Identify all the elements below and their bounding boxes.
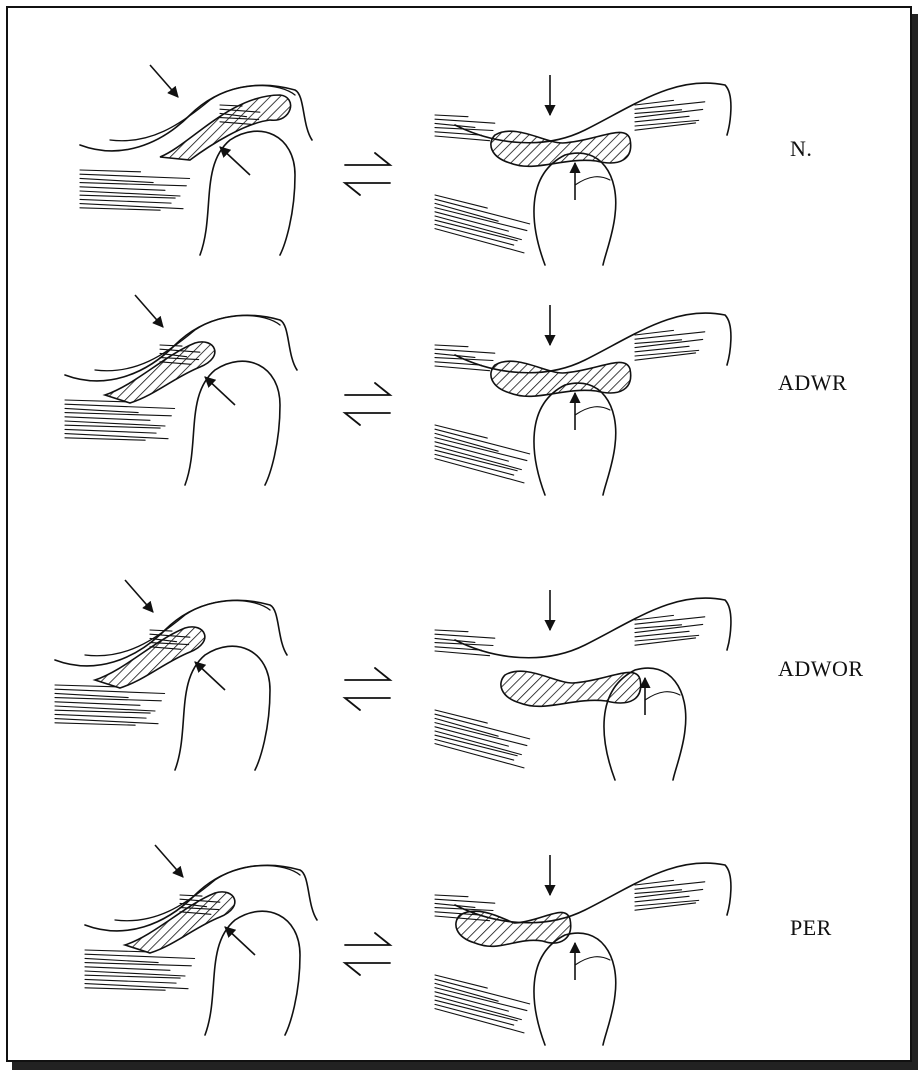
condyle-detail <box>645 692 680 700</box>
lateral-pterygoid-fibers-lower <box>435 975 530 1033</box>
diagram-row-normal <box>80 65 731 265</box>
diagram-row-per <box>85 845 731 1045</box>
row-label-normal: N. <box>790 136 812 162</box>
condyle-detail <box>575 407 610 415</box>
condyle-outline <box>185 361 280 485</box>
articular-disc <box>491 361 631 396</box>
lateral-pterygoid-fibers <box>85 950 195 990</box>
lateral-pterygoid-fibers <box>65 400 175 440</box>
diagram-row-adwor <box>55 580 731 780</box>
transition-arrow-left <box>345 963 390 975</box>
closed-mouth-view <box>85 845 317 1035</box>
articular-disc <box>491 131 631 166</box>
lateral-pterygoid-fibers-lower <box>435 195 530 253</box>
pressure-arrow-up <box>225 927 255 955</box>
condyle-detail <box>575 957 610 965</box>
lateral-pterygoid-fibers-lower <box>435 710 530 768</box>
condyle-outline <box>200 131 295 255</box>
eminence-outline <box>455 863 731 923</box>
transition-arrow-left <box>345 183 390 195</box>
articular-disc <box>456 911 571 946</box>
articular-disc <box>105 342 215 403</box>
transition-arrow-right <box>345 933 390 945</box>
lateral-pterygoid-fibers <box>80 170 190 210</box>
row-label-adwr: ADWR <box>778 370 847 396</box>
articular-disc <box>501 671 641 706</box>
lateral-pterygoid-fibers-lower <box>435 425 530 483</box>
eminence-outline <box>455 598 731 658</box>
closed-mouth-view <box>65 295 297 485</box>
condyle-outline <box>175 646 270 770</box>
articular-disc <box>95 627 205 688</box>
condyle-outline <box>205 911 300 1035</box>
lateral-pterygoid-fibers <box>55 685 165 725</box>
open-mouth-view <box>435 75 731 265</box>
row-label-per: PER <box>790 915 832 941</box>
pressure-arrow-down <box>125 580 153 612</box>
transition-arrow-right <box>345 153 390 165</box>
posterior-attachment <box>635 100 705 130</box>
pressure-arrow-down <box>150 65 178 97</box>
open-mouth-view <box>435 590 731 780</box>
diagram-row-adwr <box>65 295 731 495</box>
condyle-detail <box>575 177 610 185</box>
open-mouth-view <box>435 855 731 1045</box>
posterior-attachment <box>635 880 705 910</box>
open-mouth-view <box>435 305 731 495</box>
closed-mouth-view <box>80 65 312 255</box>
transition-arrow-left <box>345 413 390 425</box>
pressure-arrow-down <box>135 295 163 327</box>
pressure-arrow-up <box>195 662 225 690</box>
pressure-arrow-up <box>220 147 250 175</box>
articular-disc <box>125 892 235 953</box>
transition-arrow-left <box>345 698 390 710</box>
pressure-arrow-up <box>205 377 235 405</box>
posterior-attachment <box>635 330 705 360</box>
posterior-attachment <box>635 615 705 645</box>
transition-arrows <box>345 668 390 710</box>
row-label-adwor: ADWOR <box>778 656 864 682</box>
transition-arrow-right <box>345 383 390 395</box>
transition-arrow-right <box>345 668 390 680</box>
pressure-arrow-down <box>155 845 183 877</box>
transition-arrows <box>345 153 390 195</box>
closed-mouth-view <box>55 580 287 770</box>
transition-arrows <box>345 383 390 425</box>
transition-arrows <box>345 933 390 975</box>
